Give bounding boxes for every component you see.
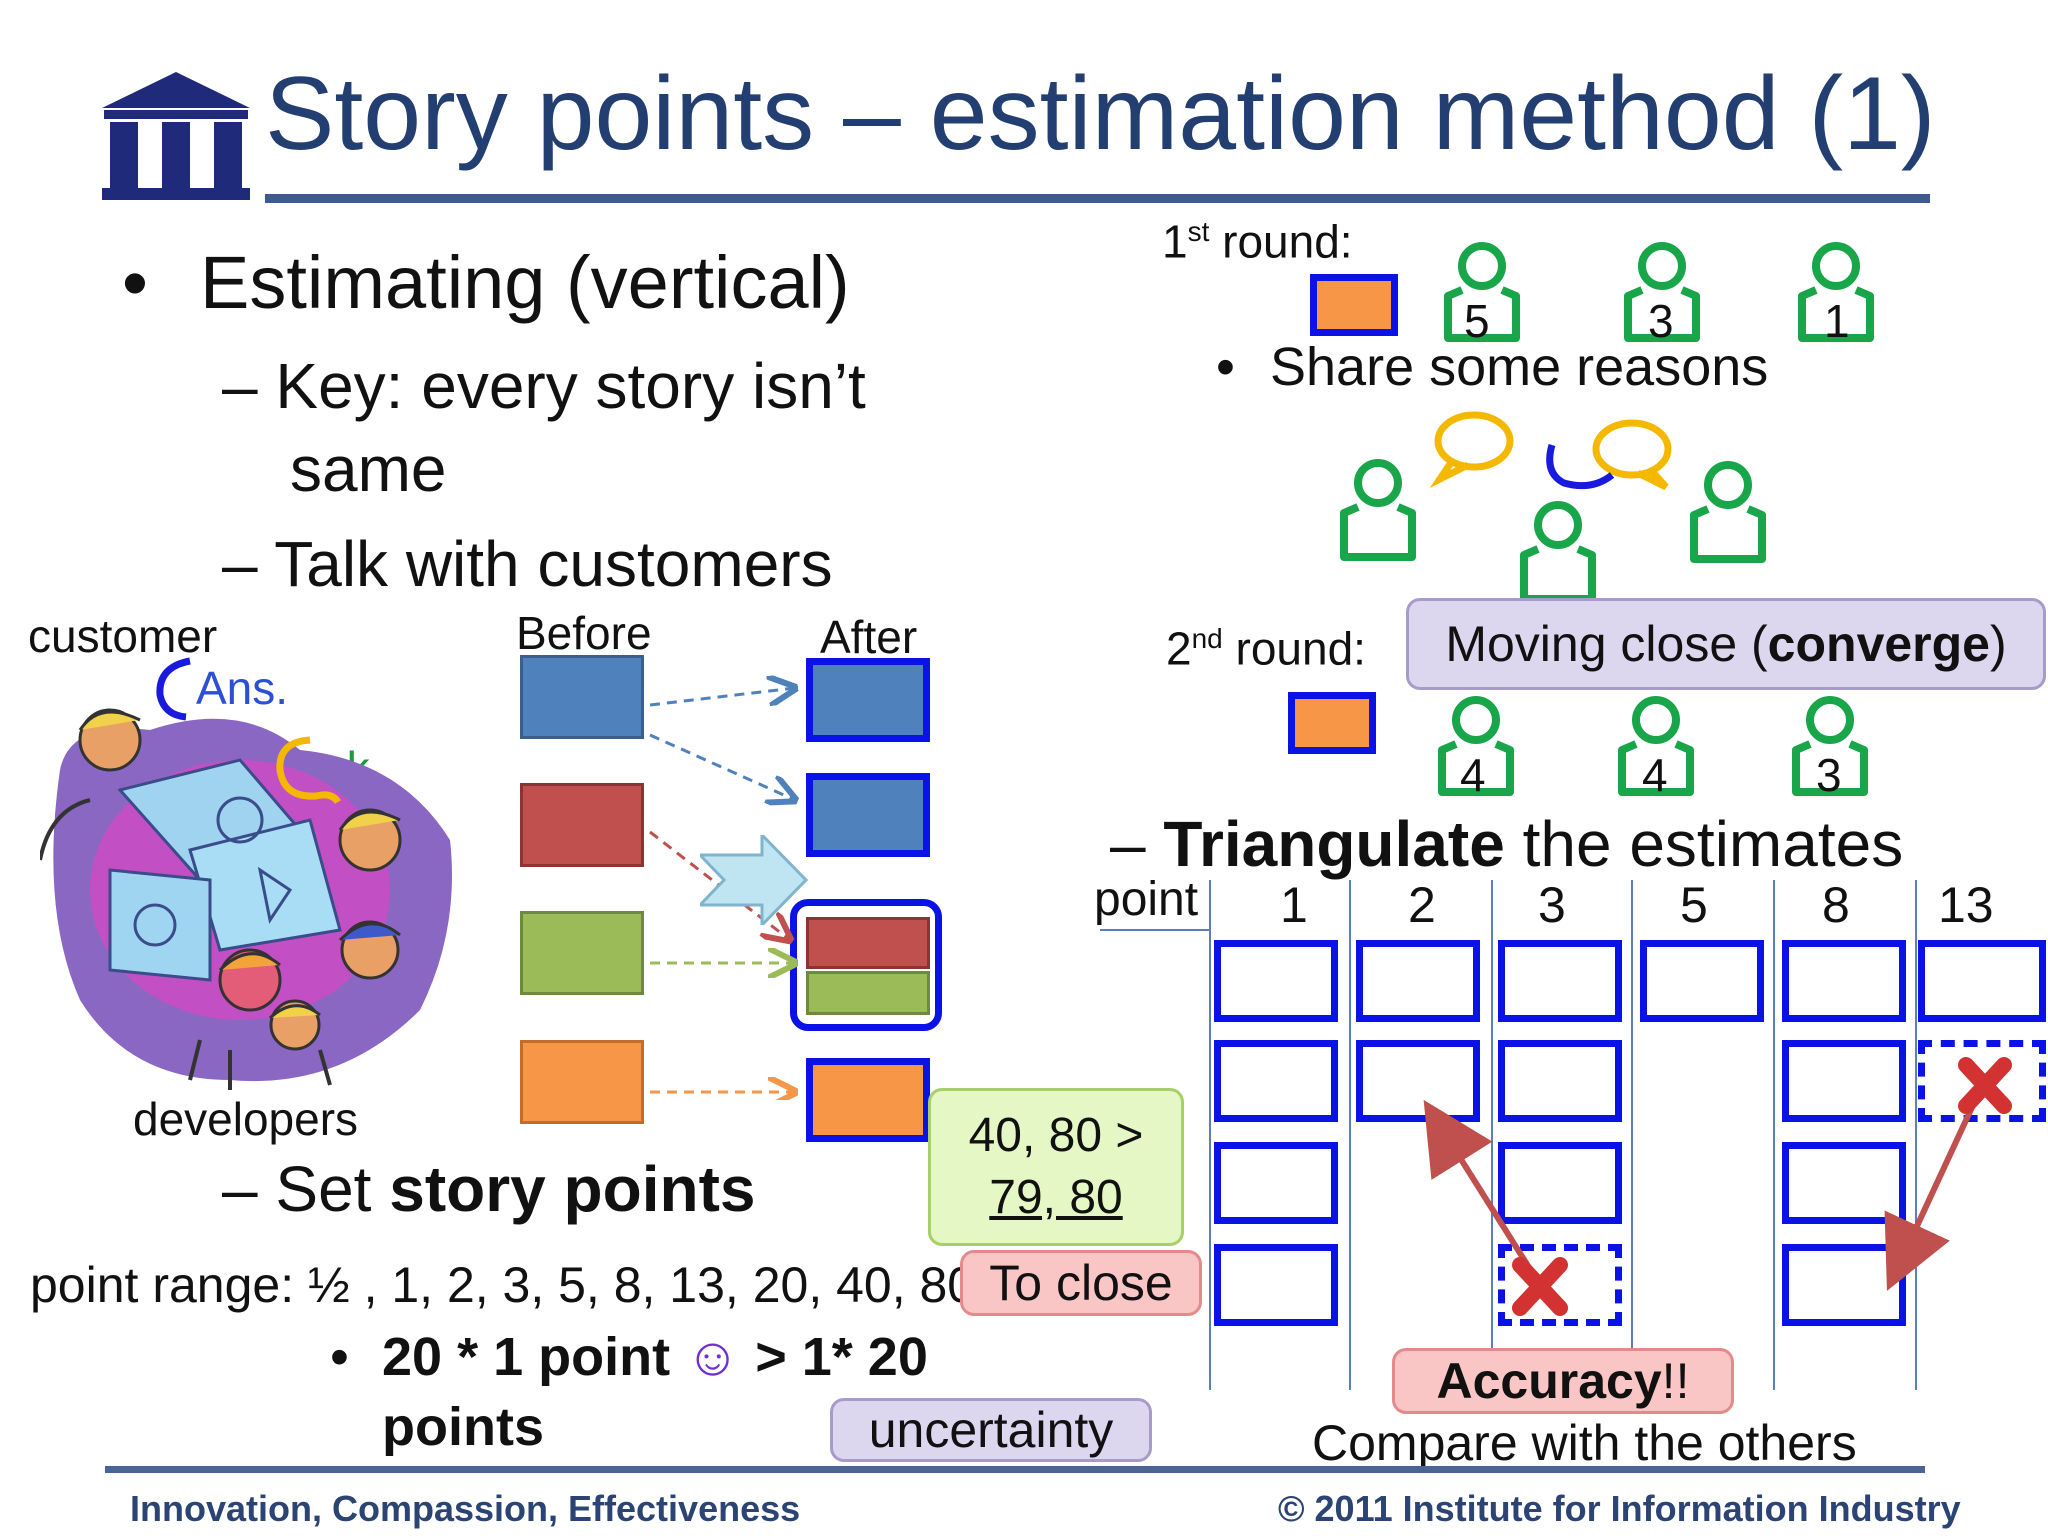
grid-cell (1918, 940, 2046, 1022)
column-header-5: 5 (1680, 877, 1708, 933)
person-icon-r1-a: 5 (1436, 238, 1528, 353)
team-meeting-illustration (40, 708, 452, 1090)
sub-bullet-triangulate: – Triangulate the estimates (1110, 808, 1904, 880)
after-label: After (820, 611, 918, 663)
sub-bullet-key-line2: same (290, 433, 447, 505)
point-column-label: point (1094, 873, 1199, 926)
bullet-estimating: •Estimating (vertical) (122, 241, 850, 324)
after-card-green (806, 971, 930, 1015)
person-icon-r1-c: 1 (1790, 238, 1882, 353)
column-header-13: 13 (1938, 877, 1994, 933)
person-icon-r2-c: 3 (1784, 692, 1876, 807)
before-card-green (520, 911, 644, 995)
sub-bullet-set-story-points: – Set story points (222, 1153, 756, 1225)
second-round-card (1288, 692, 1376, 754)
after-card-orange (806, 1058, 930, 1142)
share-reasons-bullet: •Share some reasons (1216, 337, 1769, 397)
grid-cell (1782, 1040, 1906, 1122)
institute-logo (102, 72, 250, 200)
grid-cell (1356, 940, 1480, 1022)
grid-cell (1498, 1142, 1622, 1224)
merge-arrow-icon (700, 835, 809, 925)
first-round-card (1310, 274, 1398, 336)
grid-cell (1782, 940, 1906, 1022)
grid-cell (1214, 1142, 1338, 1224)
grid-cell (1214, 1040, 1338, 1122)
before-card-orange (520, 1040, 644, 1124)
second-round-label: 2nd round: (1166, 622, 1366, 675)
uncertainty-callout: uncertainty (830, 1398, 1152, 1462)
slide-title: Story points – estimation method (1) (265, 56, 1936, 172)
range-change-line1: 40, 80 > (968, 1109, 1144, 1162)
grid-cell-moved (1498, 1244, 1622, 1326)
range-change-line2: 79, 80 (989, 1171, 1123, 1224)
sub-sub-bullet-points-line2: points (382, 1397, 544, 1457)
grid-cell (1498, 940, 1622, 1022)
accuracy-callout: Accuracy !! (1392, 1348, 1734, 1414)
estimate-r2-b: 4 (1642, 749, 1668, 801)
footer-copyright: © 2011 Institute for Information Industr… (1278, 1488, 1961, 1529)
compare-text: Compare with the others (1312, 1415, 1857, 1471)
ans-label: Ans. (196, 662, 289, 714)
team-discussion-icons (1340, 411, 1766, 603)
move-arrows (1423, 1057, 2012, 1316)
grid-cell (1640, 940, 1764, 1022)
estimate-r2-c: 3 (1816, 749, 1842, 801)
column-header-2: 2 (1408, 877, 1436, 933)
title-divider (265, 194, 1930, 203)
after-card-blue-2 (806, 773, 930, 857)
estimate-r2-a: 4 (1460, 749, 1486, 801)
converge-callout: Moving close (converge) (1406, 598, 2046, 690)
sub-bullet-key-line1: – Key: every story isn’t (222, 350, 866, 422)
grid-cell (1356, 1040, 1480, 1122)
ask-bubble-icon (276, 736, 342, 805)
grid-cell (1214, 1244, 1338, 1326)
footer-tagline: Innovation, Compassion, Effectiveness (130, 1488, 801, 1529)
before-card-red (520, 783, 644, 867)
estimate-r1-c: 1 (1824, 295, 1850, 347)
first-round-label: 1st round: (1162, 215, 1353, 268)
point-range-text: point range: ½ , 1, 2, 3, 5, 8, 13, 20, … (30, 1257, 976, 1313)
footer-divider (105, 1466, 1925, 1473)
grid-cell (1498, 1040, 1622, 1122)
column-header-3: 3 (1538, 877, 1566, 933)
column-header-8: 8 (1822, 877, 1850, 933)
grid-cell-moved (1918, 1040, 2046, 1122)
person-icon-r1-b: 3 (1616, 238, 1708, 353)
grid-cell (1214, 940, 1338, 1022)
to-close-callout: To close (960, 1250, 1202, 1316)
grid-cell (1782, 1142, 1906, 1224)
before-card-blue (520, 655, 644, 739)
after-card-red (806, 917, 930, 969)
person-icon-r2-b: 4 (1610, 692, 1702, 807)
developers-label: developers (133, 1093, 359, 1145)
before-label: Before (516, 607, 652, 659)
range-change-callout: 40, 80 > 79, 80 (928, 1088, 1184, 1246)
after-card-blue-1 (806, 658, 930, 742)
estimate-r1-a: 5 (1464, 295, 1490, 347)
answer-bubble-icon (156, 657, 191, 721)
sub-sub-bullet-points: •20 * 1 point ☺ > 1* 20 (330, 1327, 928, 1387)
customer-label: customer (28, 610, 218, 662)
column-header-1: 1 (1280, 877, 1308, 933)
sub-bullet-talk: – Talk with customers (222, 528, 833, 600)
person-icon-r2-a: 4 (1430, 692, 1522, 807)
estimate-r1-b: 3 (1648, 295, 1674, 347)
